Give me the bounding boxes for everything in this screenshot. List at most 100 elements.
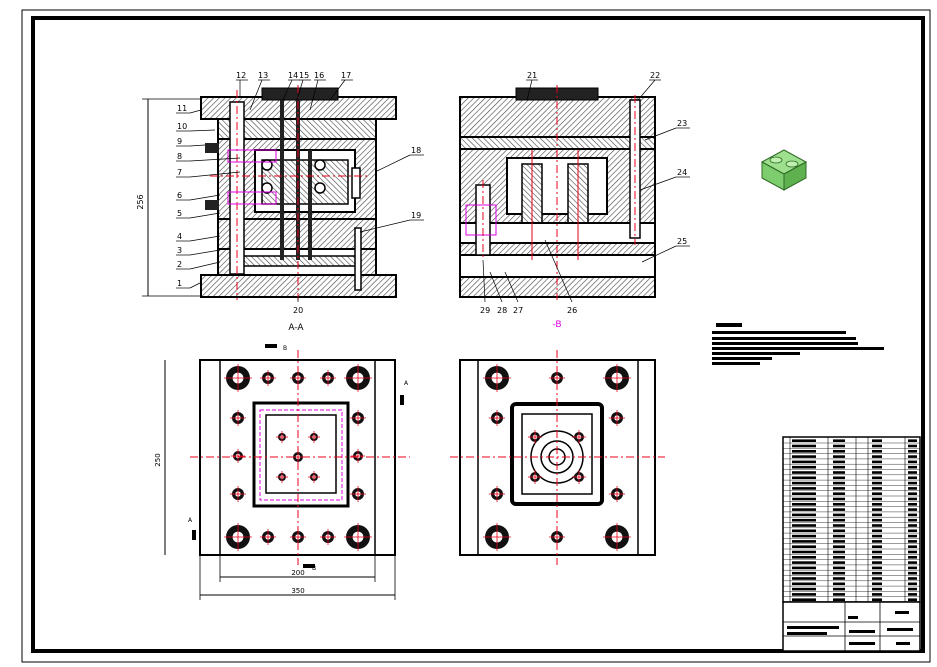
svg-text:9: 9 xyxy=(177,137,182,146)
screw-hole xyxy=(351,449,365,463)
marker-b-top: B xyxy=(283,345,287,352)
screw-hole xyxy=(350,486,366,502)
ejector-hole xyxy=(308,471,320,483)
section-view-a-a xyxy=(200,85,397,300)
svg-text:12: 12 xyxy=(236,71,246,80)
svg-text:24: 24 xyxy=(677,168,687,177)
title-block xyxy=(782,601,921,652)
part-label-26: 26 xyxy=(544,239,577,315)
svg-text:21: 21 xyxy=(527,71,537,80)
screw-hole xyxy=(489,410,505,426)
guide-pillar-hole xyxy=(603,523,631,551)
part-label-8: 8 xyxy=(176,152,241,162)
inner-dim-text: 200 xyxy=(291,569,304,577)
plan-dimensions-left: 250 200 350 B B A A xyxy=(154,344,409,600)
section-caption-a-a: A-A xyxy=(288,323,304,333)
part-label-13: 13 xyxy=(249,71,270,111)
parts-list-table xyxy=(782,436,921,603)
screw-hole xyxy=(230,486,246,502)
section-view-b xyxy=(459,85,656,300)
guide-bush-hole xyxy=(344,523,372,551)
svg-text:13: 13 xyxy=(258,71,268,80)
screw-hole xyxy=(230,410,246,426)
part-label-16: 16 xyxy=(309,71,326,111)
svg-text:11: 11 xyxy=(177,104,187,113)
guide-bush-hole xyxy=(224,523,252,551)
guide-pillar-hole xyxy=(483,523,511,551)
screw-hole xyxy=(320,370,336,386)
part-label-28: 28 xyxy=(489,271,507,315)
part-label-20: 20 xyxy=(293,297,303,315)
part-label-6: 6 xyxy=(176,191,221,201)
part-label-27: 27 xyxy=(504,271,523,315)
svg-text:23: 23 xyxy=(677,119,687,128)
cavity-mark xyxy=(572,470,586,484)
svg-text:25: 25 xyxy=(677,237,687,246)
screw-hole xyxy=(231,449,245,463)
right-leaders: 21 22 23 24 25 26 27 28 29 xyxy=(480,71,690,315)
screw-hole xyxy=(609,486,625,502)
plan-view-moving-half xyxy=(190,350,410,565)
svg-text:2: 2 xyxy=(177,260,182,269)
svg-text:1: 1 xyxy=(177,279,182,288)
screw-hole xyxy=(350,410,366,426)
ejector-hole xyxy=(276,471,288,483)
outer-dim-text: 350 xyxy=(291,587,304,595)
screw-hole xyxy=(609,410,625,426)
svg-text:7: 7 xyxy=(177,168,182,177)
part-label-7: 7 xyxy=(176,168,241,178)
guide-bush-hole xyxy=(224,364,252,392)
outer-border xyxy=(21,9,931,663)
part-isometric-icon xyxy=(760,149,808,191)
part-label-22: 22 xyxy=(637,71,661,101)
svg-text:15: 15 xyxy=(299,71,309,80)
part-label-11: 11 xyxy=(176,104,202,114)
part-label-10: 10 xyxy=(176,122,216,132)
guide-pillar-hole xyxy=(483,364,511,392)
part-label-18: 18 xyxy=(374,146,424,173)
screw-hole xyxy=(260,529,276,545)
part-label-21: 21 xyxy=(526,71,538,101)
ejector-hole xyxy=(308,431,320,443)
part-label-29: 29 xyxy=(480,259,490,315)
svg-text:3: 3 xyxy=(177,246,182,255)
screw-hole xyxy=(489,486,505,502)
guide-pillar-hole xyxy=(603,364,631,392)
cavity-mark xyxy=(528,430,542,444)
svg-text:14: 14 xyxy=(288,71,298,80)
part-label-5: 5 xyxy=(176,209,221,219)
svg-text:26: 26 xyxy=(567,306,577,315)
svg-text:10: 10 xyxy=(177,122,187,131)
part-label-19: 19 xyxy=(359,211,424,233)
height-dimension: 2 5 6 xyxy=(136,98,200,297)
part-label-12: 12 xyxy=(236,71,248,97)
part-label-15: 15 xyxy=(296,71,311,101)
part-label-3: 3 xyxy=(176,246,221,256)
part-label-1: 1 xyxy=(176,279,201,289)
ejector-hole xyxy=(276,431,288,443)
cavity-mark xyxy=(528,470,542,484)
svg-text:4: 4 xyxy=(177,232,182,241)
part-label-4: 4 xyxy=(176,232,221,242)
plan-view-fixed-half xyxy=(450,350,665,565)
cavity-mark xyxy=(572,430,586,444)
part-label-17: 17 xyxy=(329,71,353,101)
height-dim-text: 256 xyxy=(136,194,145,209)
svg-text:6: 6 xyxy=(177,191,182,200)
svg-text:28: 28 xyxy=(497,306,507,315)
width-dim-text: 250 xyxy=(154,453,162,466)
marker-b-bottom: B xyxy=(312,565,316,572)
screw-hole xyxy=(320,529,336,545)
svg-text:29: 29 xyxy=(480,306,490,315)
svg-text:16: 16 xyxy=(314,71,324,80)
svg-text:27: 27 xyxy=(513,306,523,315)
svg-text:5: 5 xyxy=(177,209,182,218)
part-label-9: 9 xyxy=(176,137,206,147)
section-caption-b: -B xyxy=(552,320,561,330)
screw-hole xyxy=(260,370,276,386)
marker-a-right: A xyxy=(404,380,409,387)
svg-text:18: 18 xyxy=(411,146,421,155)
part-label-25: 25 xyxy=(641,237,690,263)
